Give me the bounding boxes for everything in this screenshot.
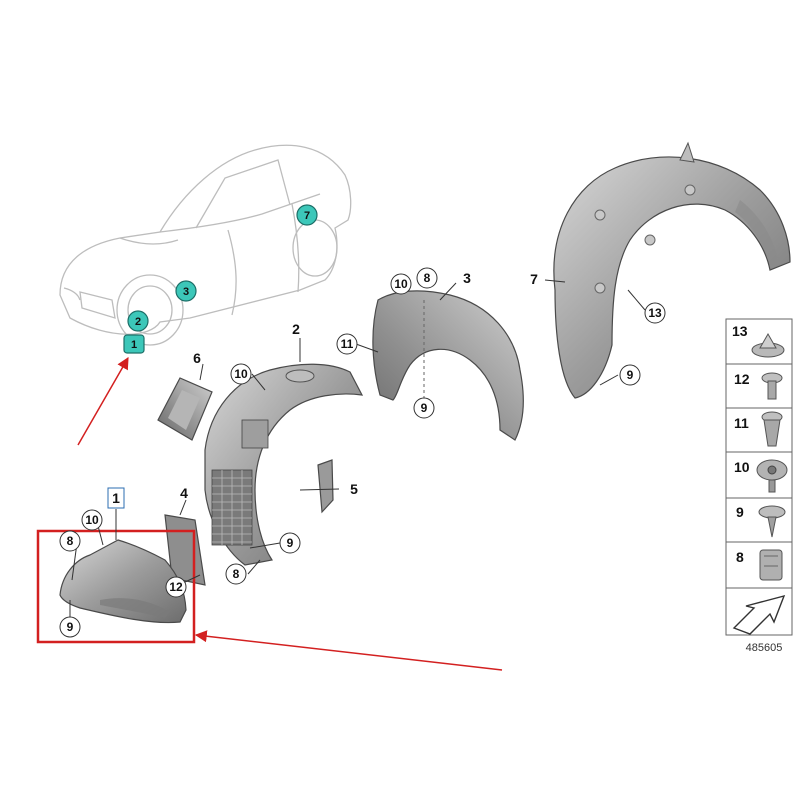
red-arrow-left xyxy=(194,630,503,671)
part-7-wheel-arch-liner xyxy=(553,141,791,399)
callout-8-part1[interactable]: 8 xyxy=(59,530,81,552)
red-arrow-up xyxy=(77,356,129,446)
svg-text:9: 9 xyxy=(287,536,294,550)
part-label-3: 3 xyxy=(463,270,471,286)
svg-text:9: 9 xyxy=(421,401,428,415)
part-label-7: 7 xyxy=(530,271,538,287)
car-outline xyxy=(59,144,352,346)
callout-9-part1[interactable]: 9 xyxy=(59,616,81,638)
callout-9-part2[interactable]: 9 xyxy=(279,532,301,554)
part-6-cover xyxy=(157,377,213,441)
part-3-wheel-arch-liner xyxy=(372,290,524,441)
legend-direction-arrow-icon xyxy=(732,594,786,635)
svg-text:8: 8 xyxy=(233,567,240,581)
svg-text:13: 13 xyxy=(732,323,748,339)
svg-text:9: 9 xyxy=(67,620,74,634)
svg-text:3: 3 xyxy=(183,286,189,298)
callout-9-part7[interactable]: 9 xyxy=(619,364,641,386)
part-label-6: 6 xyxy=(193,350,201,366)
callout-10-part1[interactable]: 10 xyxy=(81,509,103,531)
svg-text:10: 10 xyxy=(394,277,408,291)
part-label-1[interactable]: 1 xyxy=(107,487,125,509)
svg-text:7: 7 xyxy=(304,210,310,222)
diagram-number: 485605 xyxy=(746,642,783,654)
svg-text:10: 10 xyxy=(85,513,99,527)
legend-item-13[interactable]: 13 xyxy=(732,323,785,358)
car-callout-3[interactable]: 3 xyxy=(175,280,197,302)
svg-text:9: 9 xyxy=(736,504,744,520)
legend-item-10[interactable]: 10 xyxy=(734,459,788,493)
legend-item-11[interactable]: 11 xyxy=(734,411,783,447)
svg-text:11: 11 xyxy=(734,415,749,431)
part-label-5: 5 xyxy=(350,481,358,497)
callout-10-part2[interactable]: 10 xyxy=(230,363,252,385)
legend-item-12[interactable]: 12 xyxy=(734,371,783,400)
svg-text:1: 1 xyxy=(112,490,120,506)
car-callout-2[interactable]: 2 xyxy=(127,310,149,332)
callout-12[interactable]: 12 xyxy=(165,576,187,598)
legend-item-9[interactable]: 9 xyxy=(736,504,786,538)
part-5-bracket xyxy=(317,459,334,514)
legend-item-8[interactable]: 8 xyxy=(736,549,783,581)
car-callout-7[interactable]: 7 xyxy=(296,204,318,226)
svg-text:11: 11 xyxy=(341,337,354,351)
part-1-lower-liner xyxy=(59,539,187,624)
svg-text:12: 12 xyxy=(169,580,183,594)
callout-11[interactable]: 11 xyxy=(336,333,358,355)
part-label-4: 4 xyxy=(180,485,188,501)
part-2-wheel-arch-liner xyxy=(204,363,364,566)
callout-8-part2[interactable]: 8 xyxy=(225,563,247,585)
callout-9-part3[interactable]: 9 xyxy=(413,397,435,419)
car-callout-1[interactable]: 1 xyxy=(123,334,145,354)
part-label-2: 2 xyxy=(292,321,300,337)
svg-text:12: 12 xyxy=(734,371,750,387)
svg-text:8: 8 xyxy=(67,534,74,548)
svg-text:2: 2 xyxy=(135,316,141,328)
svg-text:8: 8 xyxy=(736,549,744,565)
leader-lines xyxy=(69,279,646,625)
callout-13-part7[interactable]: 13 xyxy=(644,302,666,324)
svg-text:10: 10 xyxy=(234,367,248,381)
svg-text:10: 10 xyxy=(734,459,750,475)
fastener-legend: 13 12 11 10 9 8 xyxy=(725,318,793,636)
svg-text:9: 9 xyxy=(627,368,634,382)
callout-8-part3[interactable]: 8 xyxy=(416,267,438,289)
svg-text:8: 8 xyxy=(424,271,431,285)
svg-text:1: 1 xyxy=(131,339,137,351)
callout-10-part3[interactable]: 10 xyxy=(390,273,412,295)
svg-text:13: 13 xyxy=(648,306,662,320)
